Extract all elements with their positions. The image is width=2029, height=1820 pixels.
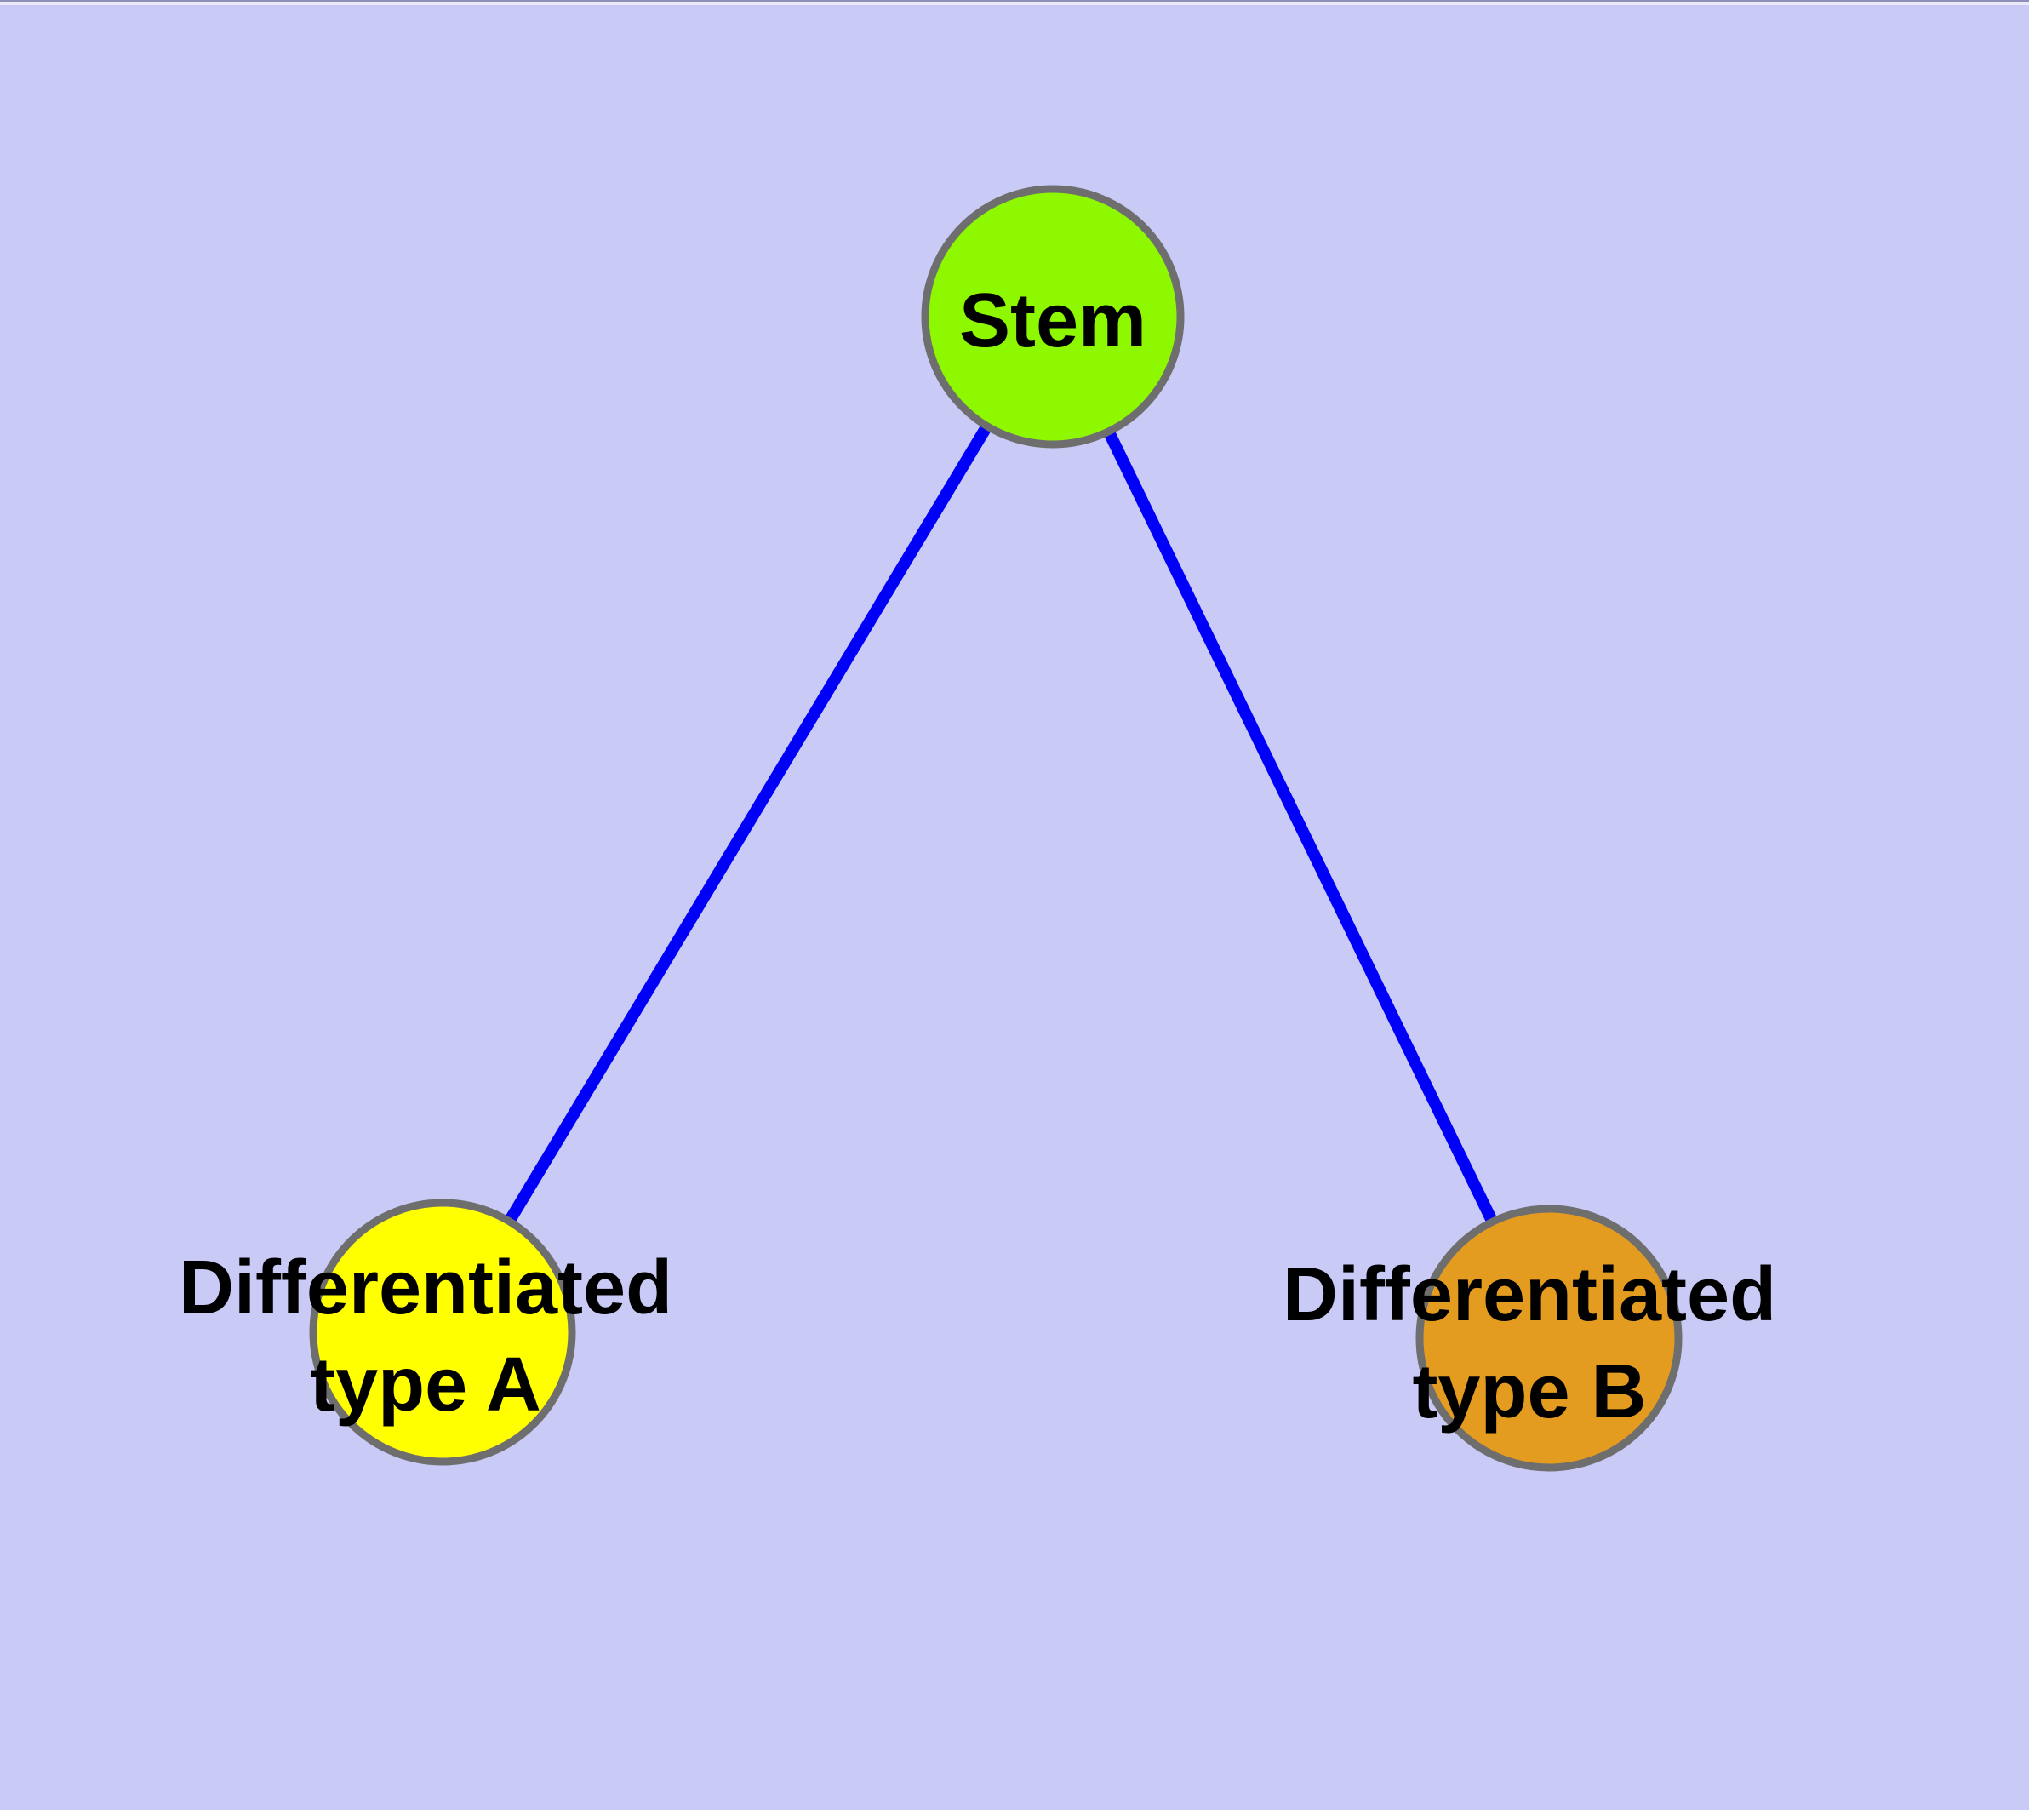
window-top-edge: [0, 0, 2029, 2]
window-bottom-strip: [0, 1810, 2029, 1820]
node-type-b-circle: [1415, 1205, 1683, 1472]
edge-stem-to-type-a: [437, 313, 1058, 1336]
edge-stem-to-type-b: [1047, 313, 1555, 1342]
node-type-a-circle: [309, 1199, 576, 1466]
node-stem-circle: [921, 185, 1185, 449]
window-top-strip: [0, 2, 2029, 5]
